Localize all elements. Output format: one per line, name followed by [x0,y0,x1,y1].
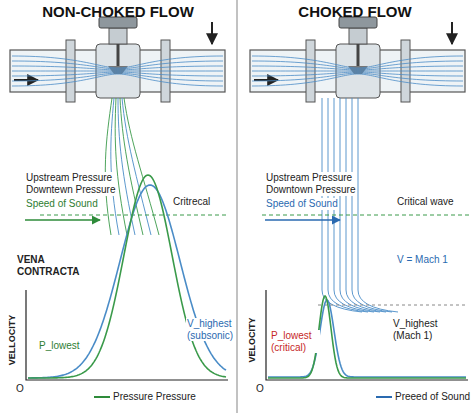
pipe-streamline [252,61,463,69]
pipe-streamline [252,66,463,70]
plot-axes [266,290,468,380]
mach-label: V = Mach 1 [396,254,449,266]
pipe-streamlines [12,56,463,86]
axis-origin: O [16,383,24,395]
legend-line [376,396,392,398]
axis-label: VELLOCITY [7,315,17,366]
velocity-label: V_highest (Mach 1) [392,318,468,341]
pipe-streamline [12,74,223,86]
pipe-streamline [12,71,223,72]
panel-divider [236,0,237,413]
pipe-streamline [12,61,223,69]
axis-origin: O [256,383,264,395]
pressure-label: Downtown Pressure [265,184,356,196]
critical-line [40,215,228,216]
sound-arrow [25,219,100,221]
pressure-label: Upstream Pressure [265,172,353,184]
streamline [358,98,398,312]
valve-right [250,17,465,102]
sound-label: Speed of Sound [25,198,99,210]
critical-label: Critrecal [172,196,211,208]
pressure-label: Upstream Pressure [25,172,113,184]
critical-line [262,215,470,216]
velocity-curve [28,185,226,378]
streamline [122,98,151,235]
mach-guide [318,305,468,306]
pipe-streamline [252,71,463,72]
legend-text: Pressure Pressure [113,391,196,403]
pipe-streamline [252,74,463,86]
panel-title: NON-CHOKED FLOW [42,3,194,20]
sound-label: Speed of Sound [265,198,339,210]
pressure-label: P_lowest (critical) [270,330,320,353]
pressure-label: Downtewn Pressure [25,184,116,196]
legend-line [94,396,110,398]
legend-text: Preeed of Sound [395,391,470,403]
velocity-label: V_highest (subsonic) [186,318,234,341]
pipe-streamline [12,66,223,70]
vena-contracta-label: VENA CONTRACTA [16,254,100,277]
valve-left [10,17,225,102]
streamlines [105,98,398,312]
streamline [124,98,159,235]
axis-label: VELOCITY [247,317,257,362]
panel-title: CHOKED FLOW [298,3,411,20]
critical-label: Critical wave [396,196,455,208]
sound-arrow [265,219,340,221]
pressure-label: P_lowest [38,340,81,352]
